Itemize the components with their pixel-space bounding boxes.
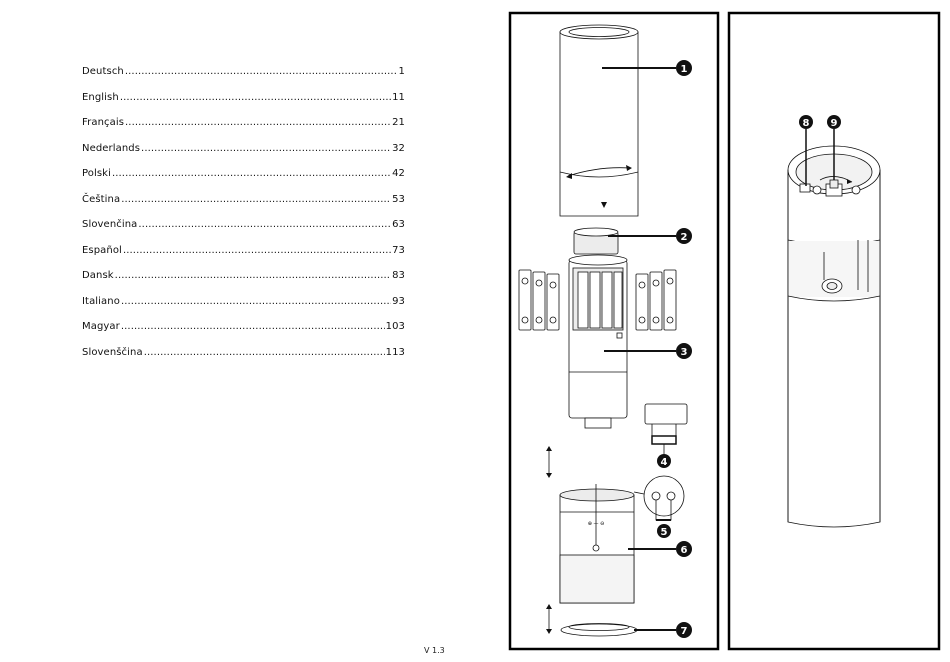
bottom-cover-part xyxy=(561,624,637,637)
callout-5: 5 xyxy=(657,524,671,538)
assembled-grinder xyxy=(788,146,880,527)
svg-text:1: 1 xyxy=(681,64,688,75)
grinder-base-part: ⊕ — ⊖ xyxy=(560,484,634,603)
svg-text:⊕ — ⊖: ⊕ — ⊖ xyxy=(588,521,605,527)
svg-text:8: 8 xyxy=(803,118,810,129)
callout-2: 2 xyxy=(676,228,692,244)
svg-text:9: 9 xyxy=(831,118,838,129)
callout-9: 9 xyxy=(827,115,841,129)
terminal-detail xyxy=(634,476,684,520)
callout-6: 6 xyxy=(676,541,692,557)
svg-text:7: 7 xyxy=(681,626,688,637)
svg-text:5: 5 xyxy=(661,527,668,538)
battery-set-right xyxy=(636,270,676,330)
callout-7: 7 xyxy=(676,622,692,638)
svg-text:4: 4 xyxy=(661,457,668,468)
motor-body-part xyxy=(569,255,627,428)
callout-8: 8 xyxy=(799,115,813,129)
battery-set-left xyxy=(519,270,559,330)
outer-sleeve-part xyxy=(560,25,638,216)
callout-1: 1 xyxy=(676,60,692,76)
drive-coupling-detail xyxy=(645,404,687,454)
svg-text:3: 3 xyxy=(681,347,688,358)
svg-text:6: 6 xyxy=(681,545,688,556)
double-arrow-icon xyxy=(546,446,552,478)
callout-4: 4 xyxy=(657,454,671,468)
callout-3: 3 xyxy=(676,343,692,359)
top-cap-part xyxy=(574,228,618,254)
double-arrow-icon xyxy=(546,604,552,634)
svg-text:2: 2 xyxy=(681,232,688,243)
